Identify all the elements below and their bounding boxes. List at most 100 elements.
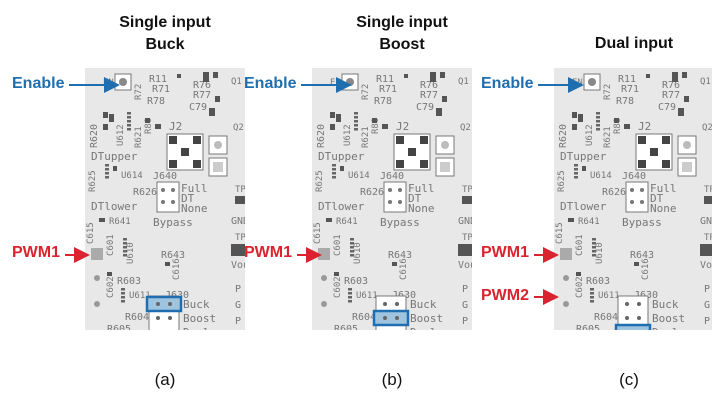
silk-r641: R641 xyxy=(336,217,358,227)
silk-c616: C616 xyxy=(172,258,182,280)
silk-r641: R641 xyxy=(109,217,131,227)
pwm2-label: PWM2 xyxy=(481,287,529,304)
silk-u611: U611 xyxy=(598,291,620,301)
ic-pad xyxy=(354,124,358,127)
silk-r80: R80 xyxy=(144,118,154,134)
j2-pin xyxy=(650,148,658,156)
silk-c602: C602 xyxy=(106,276,116,298)
ic-pad xyxy=(350,254,354,257)
jumper-highlight xyxy=(145,295,183,313)
silk-tp4: TP4 xyxy=(704,233,712,243)
silk-j2: J2 xyxy=(396,120,409,133)
ic-chip xyxy=(646,74,650,78)
ic-chip xyxy=(614,118,619,123)
j640-pin xyxy=(640,188,644,192)
silk-buck: Buck xyxy=(410,298,437,311)
ic-pad xyxy=(596,120,600,123)
pwm1-pad xyxy=(318,248,330,260)
silk-c615: C615 xyxy=(86,222,96,244)
silk-r76: R76 xyxy=(193,80,211,91)
silk-j640: J640 xyxy=(380,171,404,182)
j2-pin xyxy=(408,148,416,156)
j640-pin xyxy=(161,188,165,192)
silk-r71: R71 xyxy=(379,84,397,95)
silk-r72: R72 xyxy=(603,84,613,100)
pwm1-label: PWM1 xyxy=(481,244,529,261)
silk-r11: R11 xyxy=(618,74,636,85)
silk-r78: R78 xyxy=(374,96,392,107)
ic-pad xyxy=(592,242,596,245)
ic-pad xyxy=(590,288,594,291)
ic-pad xyxy=(121,288,125,291)
jumper-highlight xyxy=(614,323,652,330)
silk-r604: R604 xyxy=(594,312,618,323)
j2-pin xyxy=(169,160,177,168)
j640-pin xyxy=(388,188,392,192)
silk-r76: R76 xyxy=(662,80,680,91)
silk-r80: R80 xyxy=(613,118,623,134)
silk-dual: Dual xyxy=(410,326,437,330)
silk-c601: C601 xyxy=(575,234,585,256)
ic-pad xyxy=(123,250,127,253)
ic-pad xyxy=(127,128,131,131)
vou-pad xyxy=(458,244,472,256)
ic-pad xyxy=(592,238,596,241)
ic-pad xyxy=(354,112,358,115)
pwm2-pad xyxy=(563,275,569,281)
silk-edge: P xyxy=(462,284,468,295)
silk-dual: Dual xyxy=(652,326,679,330)
j640-pin xyxy=(398,188,402,192)
ic-pad xyxy=(350,250,354,253)
ic-chip xyxy=(99,218,105,222)
via xyxy=(214,141,222,149)
ic-pad xyxy=(350,238,354,241)
ic-chip xyxy=(576,272,581,276)
ic-pad xyxy=(354,120,358,123)
silk-r621: R621 xyxy=(134,126,144,148)
silk-r71: R71 xyxy=(152,84,170,95)
ic-pad xyxy=(105,172,109,175)
ic-chip xyxy=(330,124,335,130)
silk-gnd: GND xyxy=(700,216,712,227)
j2-pin xyxy=(396,136,404,144)
ic-pad xyxy=(596,116,600,119)
silk-bypass: Bypass xyxy=(622,216,662,229)
vou-pad xyxy=(700,244,712,256)
silk-edge: P xyxy=(704,284,710,295)
silk-r625: R625 xyxy=(557,170,567,192)
silk-r643: R643 xyxy=(161,250,185,261)
silk-r603: R603 xyxy=(344,276,368,287)
ic-chip xyxy=(340,166,344,171)
silk-c616: C616 xyxy=(641,258,651,280)
ic-chip xyxy=(624,124,630,129)
silk-r11: R11 xyxy=(149,74,167,85)
ic-chip xyxy=(440,72,445,78)
silk-tp3: TP3 xyxy=(704,185,712,195)
silk-r604: R604 xyxy=(352,312,376,323)
ic-chip xyxy=(326,218,332,222)
silk-r605: R605 xyxy=(334,324,358,330)
j630-pin xyxy=(168,302,172,306)
silk-bypass: Bypass xyxy=(380,216,420,229)
j2-pin xyxy=(638,160,646,168)
j630-pin xyxy=(625,316,629,320)
silk-r78: R78 xyxy=(616,96,634,107)
silk-dtlower: DTlower xyxy=(560,200,607,213)
ic-pad xyxy=(127,120,131,123)
silk-u614: U614 xyxy=(590,171,612,181)
ic-pad xyxy=(105,168,109,171)
silk-buck: Buck xyxy=(652,298,679,311)
j2-pin xyxy=(181,148,189,156)
j630-pin xyxy=(637,302,641,306)
panel-caption: (c) xyxy=(619,370,639,389)
j640-pin xyxy=(161,200,165,204)
silk-r626: R626 xyxy=(133,187,157,198)
pwm1-label: PWM1 xyxy=(12,244,60,261)
ic-pad xyxy=(590,296,594,299)
silk-edge: G xyxy=(462,300,468,311)
